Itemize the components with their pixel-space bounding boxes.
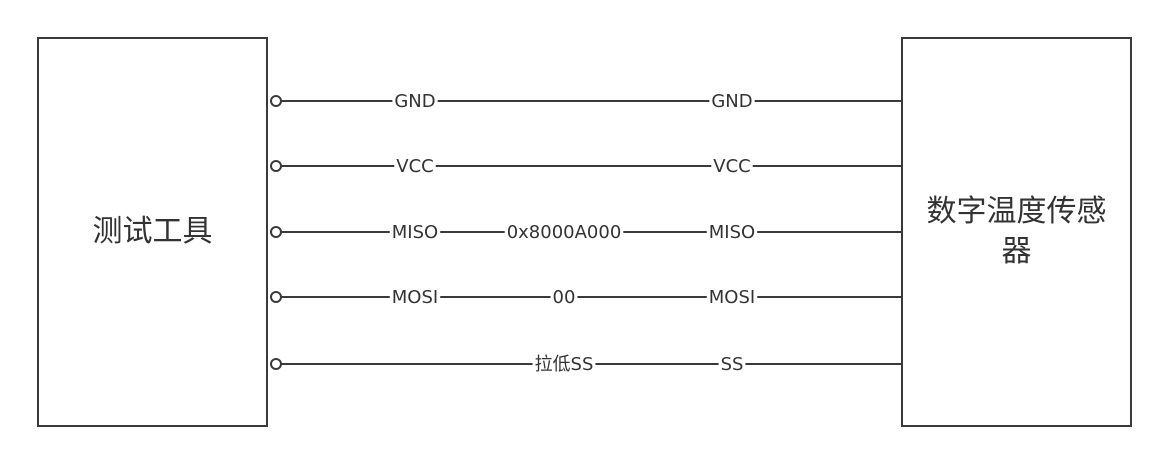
wire-vcc: [270, 160, 901, 172]
test-tool-box: 测试工具: [37, 37, 268, 427]
right-label-vcc-gap: [711, 154, 753, 178]
left-label-mosi: MOSI: [392, 287, 438, 308]
test-tool-label: 测试工具: [92, 214, 213, 249]
pin-gnd-icon: [270, 95, 282, 107]
left-label-miso-gap: [389, 220, 441, 244]
middle-label-mosi: 00: [553, 287, 576, 308]
middle-label-mosi-gap: [550, 285, 578, 309]
left-label-miso: MISO: [392, 222, 438, 243]
pin-vcc-icon: [270, 160, 282, 172]
right-label-gnd-gap: [709, 89, 755, 113]
left-label-vcc-gap: [394, 154, 436, 178]
right-label-mosi-gap: [706, 285, 758, 309]
left-label-gnd-gap: [392, 89, 438, 113]
pin-mosi-icon: [270, 291, 282, 303]
right-label-ss: SS: [721, 354, 744, 375]
right-label-gnd: GND: [711, 91, 752, 112]
right-label-vcc: VCC: [713, 156, 750, 177]
right-label-ss-gap: [718, 352, 746, 376]
right-label-mosi: MOSI: [709, 287, 755, 308]
left-label-mosi-gap: [389, 285, 441, 309]
pin-ss-icon: [270, 358, 282, 370]
middle-label-miso-gap: [504, 220, 624, 244]
left-label-gnd: GND: [394, 91, 435, 112]
right-label-miso: MISO: [709, 222, 755, 243]
wire-mosi: [270, 291, 901, 303]
wire-gnd: [270, 95, 901, 107]
right-label-miso-gap: [706, 220, 758, 244]
left-label-vcc: VCC: [396, 156, 433, 177]
pin-miso-icon: [270, 226, 282, 238]
temperature-sensor-box: 数字温度传感器: [901, 37, 1132, 427]
middle-label-ss: 拉低SS: [535, 354, 594, 375]
temperature-sensor-label: 数字温度传感器: [926, 194, 1107, 269]
middle-label-ss-gap: [532, 352, 596, 376]
middle-label-miso: 0x8000A000: [507, 222, 622, 243]
